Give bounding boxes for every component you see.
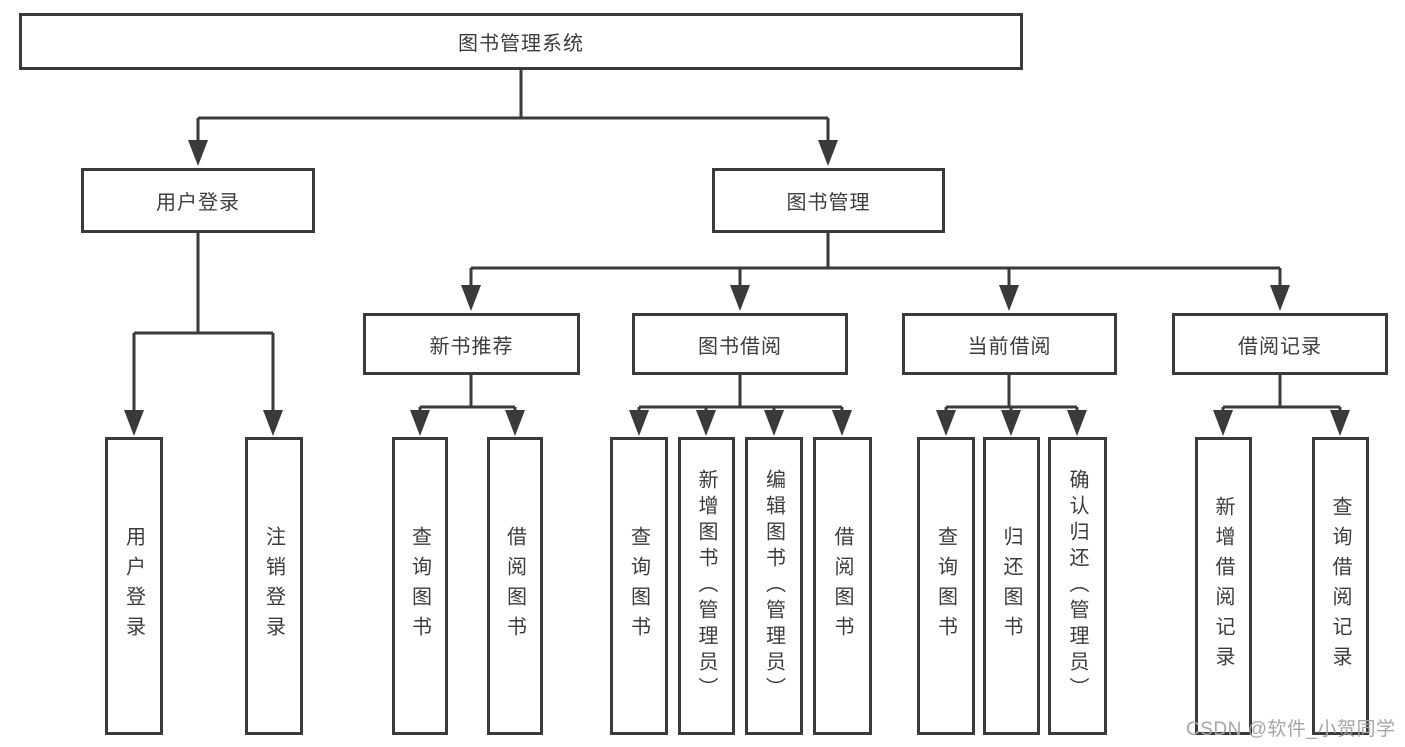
arrowhead [730, 285, 750, 311]
node-book-borrow: 图书借阅 [632, 313, 848, 375]
leaf-user-login: 用户登录 [105, 437, 163, 735]
node-label: 借阅记录 [1238, 335, 1322, 358]
connector-user-login-children [124, 233, 283, 436]
node-book-management: 图书管理 [712, 168, 945, 233]
leaf-label: 确认归还（管理员） [1066, 469, 1088, 703]
node-label: 新书推荐 [429, 335, 514, 358]
leaf-logout: 注销登录 [245, 437, 303, 735]
node-borrow-records: 借阅记录 [1172, 313, 1388, 375]
leaf-label: 查询图书 [934, 526, 957, 646]
leaf-label: 新增图书（管理员） [695, 469, 717, 703]
node-label: 图书借阅 [698, 335, 782, 358]
leaf-borrow-books: 借阅图书 [813, 437, 872, 735]
node-label: 当前借阅 [967, 335, 1052, 358]
arrowhead [1270, 285, 1290, 311]
leaf-confirm-return-admin: 确认归还（管理员） [1048, 437, 1107, 735]
connector-book-mgmt-to-level3 [461, 233, 1290, 311]
arrowhead [124, 410, 144, 436]
arrowhead [696, 410, 716, 436]
leaf-label: 注销登录 [262, 526, 285, 646]
arrowhead [629, 410, 649, 436]
arrowhead [764, 410, 784, 436]
arrowhead [1330, 410, 1350, 436]
node-label: 图书管理系统 [458, 33, 584, 55]
arrowhead [1213, 410, 1233, 436]
node-user-login: 用户登录 [81, 168, 315, 233]
arrowhead [832, 410, 852, 436]
leaf-edit-book-admin: 编辑图书（管理员） [745, 437, 803, 735]
leaf-borrow-books-recommend: 借阅图书 [487, 437, 543, 735]
leaf-query-books-borrow: 查询图书 [610, 437, 668, 735]
arrowhead [1067, 410, 1087, 436]
node-root-library-system: 图书管理系统 [19, 13, 1023, 70]
node-label: 用户登录 [156, 192, 240, 214]
arrowhead [263, 410, 283, 436]
connector-root-to-level2 [188, 70, 838, 166]
arrowhead [818, 140, 838, 166]
leaf-add-borrow-record: 新增借阅记录 [1195, 437, 1252, 735]
leaf-label: 归还图书 [1000, 526, 1022, 646]
leaf-query-borrow-record: 查询借阅记录 [1312, 437, 1369, 735]
leaf-label: 借阅图书 [503, 526, 526, 646]
arrowhead [410, 410, 430, 436]
arrowhead [505, 410, 525, 436]
arrowhead [1001, 410, 1021, 436]
watermark: CSDN @软件_小贺同学 [1186, 719, 1396, 740]
node-new-book-recommend: 新书推荐 [363, 313, 580, 375]
arrowhead [461, 285, 481, 311]
connector-book-borrow-children [629, 375, 852, 436]
leaf-label: 查询图书 [627, 526, 650, 646]
leaf-query-books-recommend: 查询图书 [392, 437, 448, 735]
node-current-borrow: 当前借阅 [902, 313, 1117, 375]
leaf-add-book-admin: 新增图书（管理员） [678, 437, 735, 735]
arrowhead [188, 140, 208, 166]
leaf-label: 编辑图书（管理员） [762, 469, 785, 703]
node-label: 图书管理 [786, 192, 871, 214]
leaf-label: 新增借阅记录 [1212, 496, 1234, 676]
leaf-label: 查询借阅记录 [1329, 496, 1351, 676]
leaf-label: 借阅图书 [831, 526, 853, 646]
connector-borrow-record-children [1213, 375, 1350, 436]
connector-new-book-children [410, 375, 525, 436]
connector-current-borrow-children [936, 375, 1087, 436]
leaf-label: 用户登录 [122, 526, 145, 646]
arrowhead [999, 285, 1019, 311]
leaf-query-books-current: 查询图书 [917, 437, 975, 735]
arrowhead [936, 410, 956, 436]
leaf-return-book: 归还图书 [983, 437, 1040, 735]
leaf-label: 查询图书 [408, 526, 431, 646]
